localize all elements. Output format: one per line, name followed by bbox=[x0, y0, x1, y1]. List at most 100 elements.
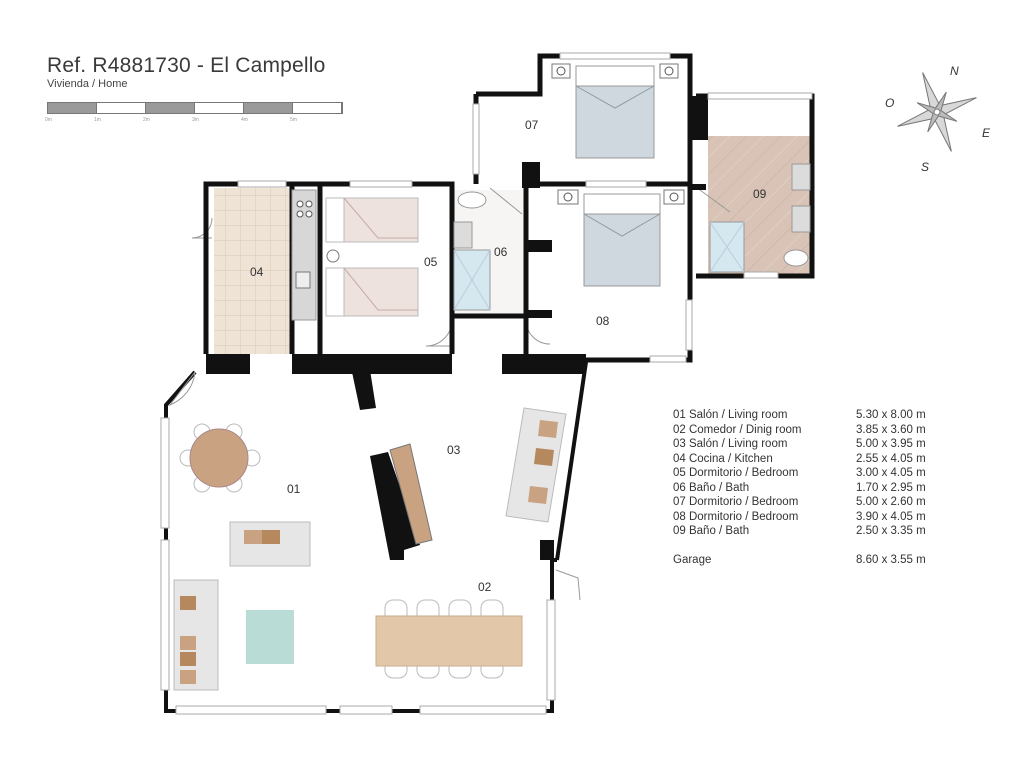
scale-segment bbox=[244, 103, 292, 113]
window bbox=[472, 103, 480, 175]
door-arc bbox=[489, 187, 523, 215]
legend-garage-name: Garage bbox=[673, 553, 712, 566]
scale-segment bbox=[96, 103, 146, 113]
window bbox=[175, 705, 327, 715]
legend-room-name: 01 Salón / Living room bbox=[673, 409, 788, 421]
wall bbox=[352, 370, 376, 410]
legend-row: 03 Salón / Living room 5.00 x 3.95 m bbox=[673, 438, 973, 453]
wall bbox=[522, 162, 540, 188]
room-label-02: 02 bbox=[478, 580, 492, 594]
double-bed-08 bbox=[557, 189, 685, 287]
kitchen-counter bbox=[291, 189, 317, 321]
legend-room-name: 05 Dormitorio / Bedroom bbox=[673, 467, 799, 479]
room-label-09: 09 bbox=[753, 187, 767, 201]
wall bbox=[540, 540, 554, 560]
wall bbox=[528, 240, 552, 252]
door-arc bbox=[168, 371, 196, 407]
round-dining-table bbox=[179, 423, 261, 493]
legend-room-name: 07 Dormitorio / Bedroom bbox=[673, 496, 799, 508]
legend-room-name: 02 Comedor / Dinig room bbox=[673, 423, 802, 436]
scale-label: 4m bbox=[241, 117, 248, 123]
scale-segment bbox=[194, 103, 244, 113]
room-label-06: 06 bbox=[494, 245, 508, 259]
tv-unit bbox=[370, 443, 433, 560]
twin-beds bbox=[325, 197, 419, 317]
door-arc bbox=[525, 319, 551, 345]
legend-row: 04 Cocina / Kitchen 2.55 x 4.05 m bbox=[673, 453, 973, 468]
door-arc bbox=[699, 189, 731, 213]
legend-room-name: 09 Baño / Bath bbox=[673, 525, 750, 537]
room-legend: 01 Salón / Living room 5.30 x 8.00 m 02 C… bbox=[673, 409, 973, 568]
compass-north: N bbox=[950, 64, 959, 78]
window bbox=[339, 705, 393, 715]
legend-room-name: 06 Baño / Bath bbox=[673, 481, 750, 494]
scale-label: 2m bbox=[143, 117, 150, 123]
legend-room-name: 04 Cocina / Kitchen bbox=[673, 452, 773, 465]
legend-room-size: 5.00 x 3.95 m bbox=[856, 438, 926, 450]
wall bbox=[688, 184, 706, 190]
legend-row: 01 Salón / Living room 5.30 x 8.00 m bbox=[673, 409, 973, 424]
legend-row: 06 Baño / Bath 1.70 x 2.95 m bbox=[673, 482, 973, 497]
legend-room-name: 03 Salón / Living room bbox=[673, 438, 788, 450]
legend-room-size: 3.90 x 4.05 m bbox=[856, 510, 926, 523]
room-label-08: 08 bbox=[596, 314, 610, 328]
pillow bbox=[325, 267, 345, 317]
scale-segment bbox=[292, 103, 342, 113]
bath-09-fixtures bbox=[709, 163, 811, 273]
window bbox=[419, 705, 547, 715]
room-label-03: 03 bbox=[447, 443, 461, 457]
legend-row: 08 Dormitorio / Bedroom 3.90 x 4.05 m bbox=[673, 511, 973, 526]
page-title: Ref. R4881730 - El Campello bbox=[47, 54, 326, 77]
sofa-03 bbox=[505, 407, 567, 523]
scale-label: 5m bbox=[290, 117, 297, 123]
scale-label: 0m bbox=[45, 117, 52, 123]
wall bbox=[688, 96, 708, 140]
legend-room-size: 3.85 x 3.60 m bbox=[856, 423, 926, 436]
legend-room-size: 3.00 x 4.05 m bbox=[856, 467, 926, 479]
legend-row: 02 Comedor / Dinig room 3.85 x 3.60 m bbox=[673, 424, 973, 439]
legend-room-size: 5.30 x 8.00 m bbox=[856, 409, 926, 421]
pillow bbox=[325, 197, 345, 243]
legend-room-size: 1.70 x 2.95 m bbox=[856, 481, 926, 494]
legend-room-size: 2.50 x 3.35 m bbox=[856, 525, 926, 537]
compass-west: O bbox=[885, 96, 894, 110]
compass-east: E bbox=[982, 126, 991, 140]
double-bed-07 bbox=[551, 63, 679, 159]
door-arc bbox=[191, 217, 213, 239]
coffee-table bbox=[246, 610, 294, 664]
compass-rose bbox=[897, 72, 977, 152]
legend-room-size: 5.00 x 2.60 m bbox=[856, 496, 926, 508]
scale-segment bbox=[146, 103, 194, 113]
compass-south: S bbox=[921, 160, 929, 174]
room-label-01: 01 bbox=[287, 482, 301, 496]
wall bbox=[206, 354, 250, 374]
scale-label: 1m bbox=[94, 117, 101, 123]
room-label-05: 05 bbox=[424, 255, 438, 269]
window bbox=[585, 180, 647, 188]
room-label-07: 07 bbox=[525, 118, 539, 132]
window bbox=[237, 180, 287, 188]
door-arc bbox=[425, 319, 453, 347]
window bbox=[160, 417, 170, 529]
legend-garage-size: 8.60 x 3.55 m bbox=[856, 553, 926, 566]
kitchen-floor bbox=[214, 188, 292, 354]
wall bbox=[528, 310, 552, 318]
legend-row: 05 Dormitorio / Bedroom 3.00 x 4.05 m bbox=[673, 467, 973, 482]
window bbox=[559, 52, 671, 60]
room-label-04: 04 bbox=[250, 265, 264, 279]
window bbox=[349, 180, 413, 188]
scale-segment bbox=[48, 103, 96, 113]
sofa-center bbox=[229, 521, 311, 567]
window bbox=[160, 539, 170, 691]
page-subtitle: Vivienda / Home bbox=[47, 78, 128, 90]
dining-table bbox=[375, 599, 523, 679]
legend-room-name: 08 Dormitorio / Bedroom bbox=[673, 510, 799, 523]
sofa-left bbox=[173, 579, 219, 691]
lamp bbox=[326, 249, 340, 263]
bath-06-fixtures bbox=[453, 191, 491, 311]
legend-row: 09 Baño / Bath 2.50 x 3.35 m bbox=[673, 525, 973, 540]
legend-room-size: 2.55 x 4.05 m bbox=[856, 452, 926, 465]
wall bbox=[502, 354, 586, 374]
window bbox=[743, 271, 779, 279]
